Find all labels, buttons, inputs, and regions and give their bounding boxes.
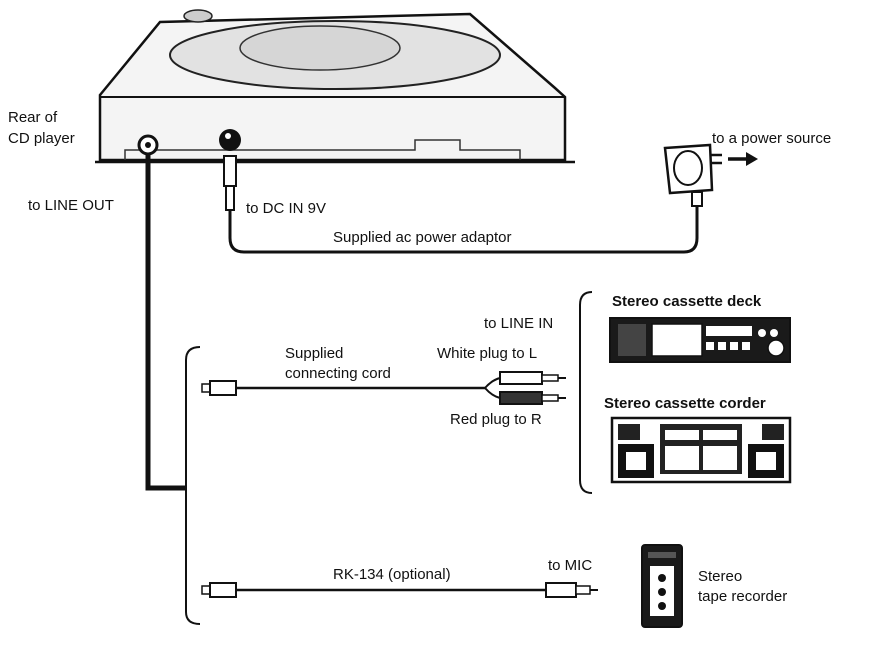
rk134-label: RK-134 (optional) <box>333 566 451 583</box>
mic-label: to MIC <box>548 557 593 574</box>
line-in-label: to LINE IN <box>484 315 554 332</box>
cord-label-line2: connecting cord <box>285 365 391 382</box>
rk134-cable <box>201 582 598 598</box>
power-adaptor-label: Supplied ac power adaptor <box>333 229 512 246</box>
line-out-label: to LINE OUT <box>28 197 114 214</box>
cassette-deck <box>609 317 791 363</box>
red-plug <box>499 391 543 405</box>
cassette-corder <box>610 416 792 484</box>
power-adaptor-cable <box>223 155 699 254</box>
cd-player <box>95 9 575 164</box>
rear-label-line1: Rear of <box>8 109 58 126</box>
dc-in-jack <box>219 129 241 151</box>
red-plug-label: Red plug to R <box>450 411 542 428</box>
line-out-cable <box>145 154 186 491</box>
tape-recorder-label-line2: tape recorder <box>698 588 788 605</box>
connecting-cord <box>201 371 566 405</box>
white-plug <box>499 371 543 385</box>
rear-label-line2: CD player <box>8 130 75 147</box>
cord-label-line1: Supplied <box>285 345 344 362</box>
right-bracket <box>579 291 593 494</box>
cassette-deck-label: Stereo cassette deck <box>612 293 762 310</box>
power-source-label: to a power source <box>712 130 832 147</box>
white-plug-label: White plug to L <box>437 345 538 362</box>
tape-recorder-label-line1: Stereo <box>698 568 743 585</box>
ac-adaptor <box>663 143 758 207</box>
tape-recorder <box>641 544 683 628</box>
left-bracket <box>185 346 201 625</box>
cassette-corder-label: Stereo cassette corder <box>604 395 766 412</box>
dc-in-label: to DC IN 9V <box>246 200 327 217</box>
